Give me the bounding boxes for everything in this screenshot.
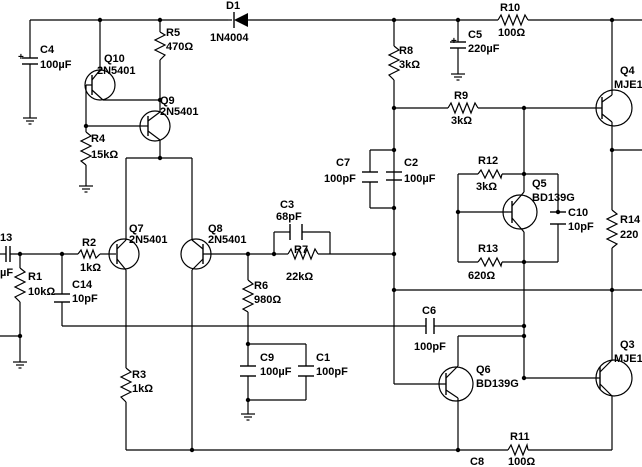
r9-value-label: 3kΩ	[451, 115, 472, 127]
q7-value-label: 2N5401	[129, 234, 168, 246]
c5-plus-sign: +	[451, 36, 457, 47]
c5-value-label: 220µF	[468, 43, 500, 55]
r1-ref-label: R1	[28, 271, 42, 283]
q10-value-label: 2N5401	[97, 65, 136, 77]
q5-ref-label: Q5	[532, 178, 547, 190]
q3-ref-label: Q3	[620, 339, 635, 351]
c13-value-label: µF	[0, 267, 13, 279]
r13-value-label: 620Ω	[468, 270, 495, 282]
c14-ref-label: C14	[72, 279, 93, 291]
c9-value-label: 100µF	[260, 366, 292, 378]
r4-value-label: 15kΩ	[91, 149, 118, 161]
r12-ref-label: R12	[478, 155, 498, 167]
c2-value-label: 100µF	[404, 173, 436, 185]
resistor-symbols	[13, 13, 619, 457]
d1-ref-label: D1	[226, 0, 240, 12]
q5-value-label: BD139G	[532, 192, 575, 204]
r3-value-label: 1kΩ	[132, 383, 153, 395]
r14-ref-label: R14	[620, 214, 641, 226]
r10-value-label: 100Ω	[498, 27, 525, 39]
r8-ref-label: R8	[399, 45, 413, 57]
q4-ref-label: Q4	[620, 65, 636, 77]
c6-value-label: 100pF	[414, 341, 446, 353]
ground-symbols	[13, 73, 465, 421]
c1-ref-label: C1	[316, 352, 330, 364]
q7-ref-label: Q7	[129, 223, 144, 235]
r2-ref-label: R2	[82, 237, 96, 249]
q6-ref-label: Q6	[476, 364, 491, 376]
c1-value-label: 100pF	[316, 366, 348, 378]
c4-ref-label: C4	[40, 44, 55, 56]
d1-value-label: 1N4004	[210, 32, 249, 44]
r2-value-label: 1kΩ	[80, 262, 101, 274]
capacitor-symbols	[5, 36, 566, 377]
r12-value-label: 3kΩ	[476, 181, 497, 193]
r10-ref-label: R10	[500, 2, 520, 14]
r11-value-label: 100Ω	[508, 456, 535, 467]
r6-ref-label: R6	[254, 280, 268, 292]
c3-ref-label: C3	[280, 199, 294, 211]
transistor-symbols	[84, 62, 633, 402]
c10-value-label: 10pF	[568, 221, 594, 233]
r8-value-label: 3kΩ	[399, 59, 420, 71]
r9-ref-label: R9	[454, 90, 468, 102]
r13-ref-label: R13	[478, 243, 498, 255]
c4-value-label: 100µF	[40, 59, 72, 71]
q9-ref-label: Q9	[160, 95, 175, 107]
c5-ref-label: C5	[468, 29, 482, 41]
c4-plus-sign: +	[18, 52, 24, 63]
c6-ref-label: C6	[422, 305, 436, 317]
r7-ref-label: R7	[294, 244, 308, 256]
c10-ref-label: C10	[568, 207, 588, 219]
c7-ref-label: C7	[336, 157, 350, 169]
q3-value-label: MJE1	[614, 353, 642, 365]
q10-ref-label: Q10	[104, 53, 125, 65]
r6-value-label: 980Ω	[254, 294, 281, 306]
r5-value-label: 470Ω	[166, 41, 193, 53]
c14-value-label: 10pF	[72, 293, 98, 305]
r1-value-label: 10kΩ	[28, 286, 55, 298]
c9-ref-label: C9	[260, 352, 274, 364]
r7-value-label: 22kΩ	[286, 271, 313, 283]
q6-value-label: BD139G	[476, 378, 519, 390]
r4-ref-label: R4	[91, 133, 106, 145]
diode-d1-symbol	[228, 12, 250, 28]
q9-value-label: 2N5401	[160, 106, 199, 118]
c8-ref-label: C8	[470, 456, 484, 467]
c3-value-label: 68pF	[276, 211, 302, 223]
r11-ref-label: R11	[510, 431, 530, 443]
q4-value-label: MJE1	[614, 79, 642, 91]
q8-value-label: 2N5401	[208, 234, 247, 246]
r5-ref-label: R5	[166, 27, 180, 39]
c7-value-label: 100pF	[324, 173, 356, 185]
wires	[0, 19, 642, 451]
c2-ref-label: C2	[404, 157, 418, 169]
c13-ref-label: 13	[0, 232, 12, 244]
junction-dots	[17, 17, 615, 453]
q8-ref-label: Q8	[208, 223, 223, 235]
r14-value-label: 220	[620, 229, 638, 241]
r3-ref-label: R3	[132, 369, 146, 381]
